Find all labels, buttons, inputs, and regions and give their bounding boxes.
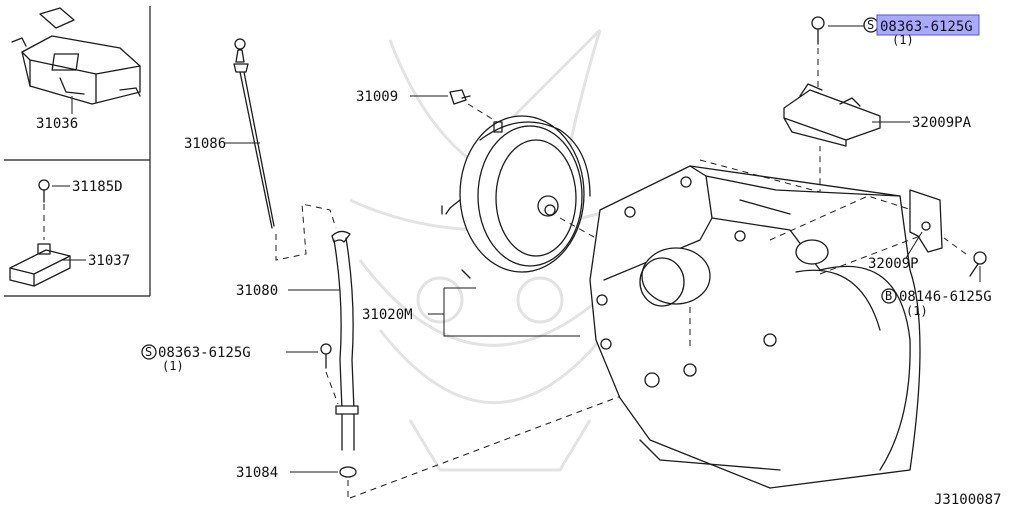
label-31086: 31086: [184, 136, 226, 152]
label-32009pa: 32009PA: [912, 115, 972, 131]
bolt-right-08146[interactable]: [881, 237, 987, 304]
label-31080: 31080: [236, 283, 278, 299]
s-mark-top: S: [867, 18, 874, 32]
inset-frames: [4, 6, 151, 297]
label-32009p: 32009P: [868, 256, 919, 272]
label-31084: 31084: [236, 465, 278, 481]
dipstick-31086[interactable]: [224, 38, 275, 229]
label-bolt-right-qty: (1): [906, 304, 928, 318]
bolt-31009[interactable]: [410, 89, 511, 131]
leader-31020m: [428, 287, 580, 337]
label-31020m: 31020M: [362, 307, 413, 323]
label-bolt-left-code: 08363-6125G: [158, 345, 251, 361]
label-bolt-top-qty: (1): [892, 33, 914, 47]
watermark-emblem: [349, 28, 641, 472]
highlight-box: [876, 14, 980, 36]
label-31036: 31036: [36, 116, 78, 132]
b-mark-right: B: [885, 289, 892, 303]
label-31009: 31009: [356, 89, 398, 105]
s-mark-left: S: [145, 345, 152, 359]
control-unit-31036[interactable]: [11, 7, 141, 114]
bracket-32009p[interactable]: [905, 189, 943, 259]
bolt-left-08363[interactable]: [141, 343, 339, 405]
o-ring-31084[interactable]: [290, 466, 357, 500]
bracket-32009pa[interactable]: [783, 83, 910, 147]
torque-converter-31020m[interactable]: [441, 115, 611, 279]
label-bolt-top-code: 08363-6125G: [880, 19, 973, 35]
label-bolt-right-code: 08146-6125G: [899, 289, 992, 305]
label-31185d: 31185D: [72, 179, 123, 195]
transmission-housing[interactable]: [589, 165, 921, 489]
label-bolt-left-qty: (1): [162, 359, 184, 373]
sensor-31037[interactable]: [9, 243, 86, 287]
bolt-31185d[interactable]: [38, 179, 70, 240]
charging-tube-31080[interactable]: [288, 230, 359, 451]
label-31037: 31037: [88, 253, 130, 269]
bolt-top-08363[interactable]: [811, 16, 879, 94]
drawing-number: J3100087: [934, 492, 1001, 508]
